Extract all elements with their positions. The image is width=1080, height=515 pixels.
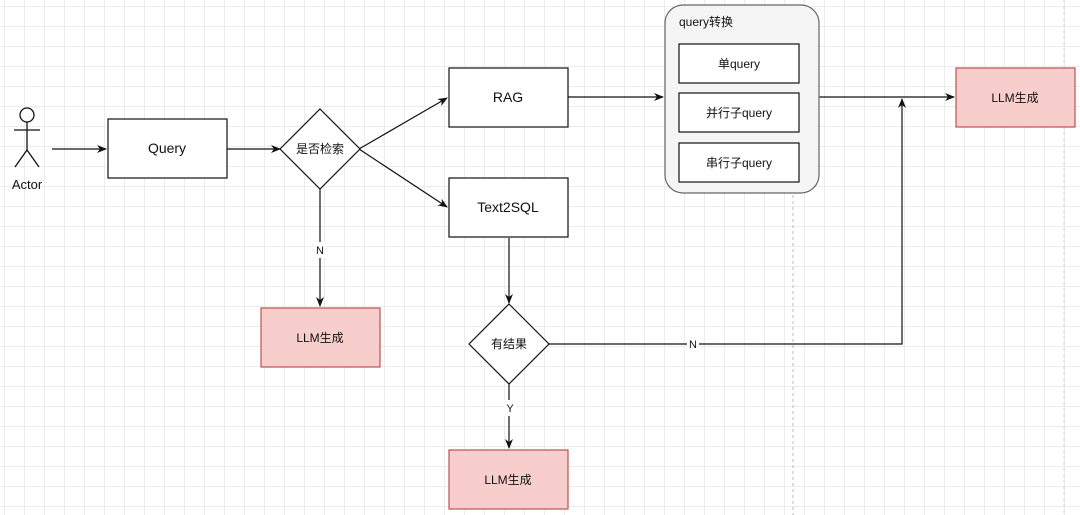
query-node-label: Query [148,140,186,156]
retrieve-decision-node[interactable] [279,108,361,190]
text2sql-node[interactable] [448,177,569,238]
transform-item-parallel[interactable] [678,92,800,133]
actor-label: Actor [12,177,43,192]
transform-item-serial-label: 串行子query [706,156,772,170]
actor-figure[interactable] [14,107,40,168]
transform-item-parallel-label: 并行子query [706,106,772,120]
query-node[interactable] [107,118,228,179]
llm-node-right-label: LLM生成 [991,91,1038,105]
actor-head [19,107,35,123]
edge-label-retrieve-no: N [316,245,324,257]
text2sql-node-label: Text2SQL [477,199,539,215]
has-result-decision-label: 有结果 [491,337,527,351]
edge-decision-rag [358,97,448,150]
transform-item-serial[interactable] [678,142,800,183]
llm-node-bottom-label: LLM生成 [484,473,531,487]
edge-label-result-no: N [689,339,697,351]
query-transform-title: query转换 [679,14,733,29]
llm-node-right[interactable] [955,67,1076,128]
has-result-decision-node[interactable] [468,303,550,385]
transform-item-single-label: 单query [718,57,760,71]
rag-node[interactable] [448,67,569,128]
llm-node-left-label: LLM生成 [296,331,343,345]
retrieve-decision-label: 是否检索 [296,141,344,156]
llm-node-bottom[interactable] [448,449,569,510]
rag-node-label: RAG [493,89,523,105]
llm-node-left[interactable] [260,307,381,368]
edge-label-result-yes: Y [506,403,514,415]
edge-decision-text2sql [358,148,448,208]
transform-item-single[interactable] [678,43,800,84]
edge-result-merge [548,98,906,345]
